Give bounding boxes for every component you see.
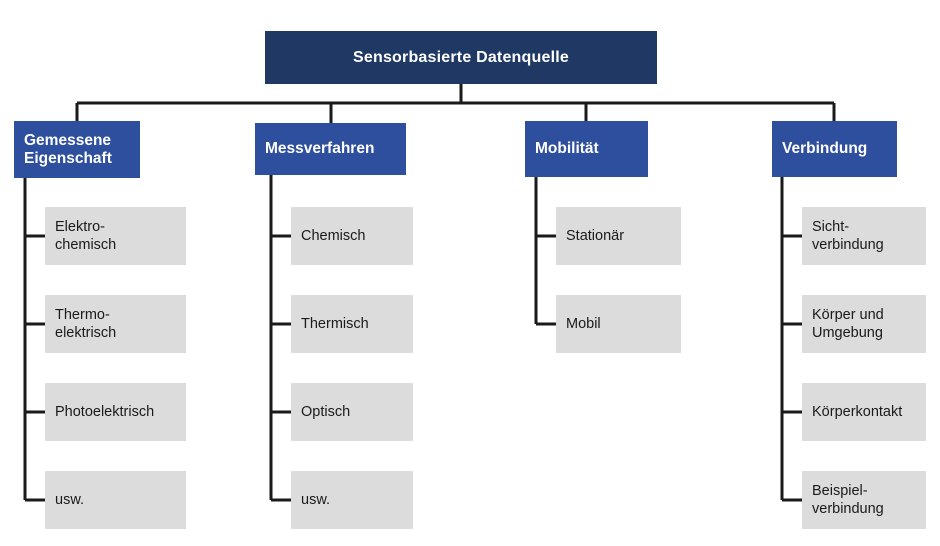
node-leaf-label: Chemisch [301,227,366,244]
node-branch-mobilitaet[interactable]: Mobilität [525,121,648,177]
node-leaf-chemisch[interactable]: Chemisch [291,207,413,265]
node-leaf-beispielverbindung[interactable]: Beispiel- verbindung [802,471,926,529]
node-leaf-label: Sicht- verbindung [812,218,884,253]
node-leaf-mobil[interactable]: Mobil [556,295,681,353]
node-leaf-photoelektrisch[interactable]: Photoelektrisch [45,383,186,441]
node-branch-gemessene-eigenschaft[interactable]: Gemessene Eigenschaft [14,121,140,178]
node-leaf-label: usw. [301,491,331,508]
node-leaf-label: Mobil [566,315,601,332]
node-leaf-label: Thermo- elektrisch [55,306,117,341]
node-branch-label: Gemessene Eigenschaft [24,131,112,167]
node-branch-messverfahren[interactable]: Messverfahren [255,123,406,175]
node-leaf-label: Körper und Umgebung [812,306,884,341]
node-leaf-koerper-und-umgebung[interactable]: Körper und Umgebung [802,295,926,353]
node-leaf-label: Elektro- chemisch [55,218,117,253]
node-leaf-label: Körperkontakt [812,403,903,420]
node-leaf-label: usw. [55,491,85,508]
node-root[interactable]: Sensorbasierte Datenquelle [265,31,657,84]
node-leaf-usw-1[interactable]: usw. [45,471,186,529]
node-leaf-thermoelektrisch[interactable]: Thermo- elektrisch [45,295,186,353]
node-branch-label: Mobilität [535,140,599,158]
node-leaf-stationaer[interactable]: Stationär [556,207,681,265]
node-leaf-label: Optisch [301,403,351,420]
node-leaf-label: Photoelektrisch [55,403,155,420]
node-leaf-koerperkontakt[interactable]: Körperkontakt [802,383,926,441]
node-leaf-optisch[interactable]: Optisch [291,383,413,441]
node-leaf-sichtverbindung[interactable]: Sicht- verbindung [802,207,926,265]
node-branch-label: Messverfahren [265,140,375,158]
node-branch-label: Verbindung [782,140,868,158]
node-branch-verbindung[interactable]: Verbindung [772,121,897,177]
node-leaf-usw-2[interactable]: usw. [291,471,413,529]
node-leaf-label: Stationär [566,227,625,244]
node-leaf-label: Beispiel- verbindung [812,482,884,517]
node-leaf-elektrochemisch[interactable]: Elektro- chemisch [45,207,186,265]
node-leaf-thermisch[interactable]: Thermisch [291,295,413,353]
node-leaf-label: Thermisch [301,315,369,332]
node-root-label: Sensorbasierte Datenquelle [353,48,569,66]
